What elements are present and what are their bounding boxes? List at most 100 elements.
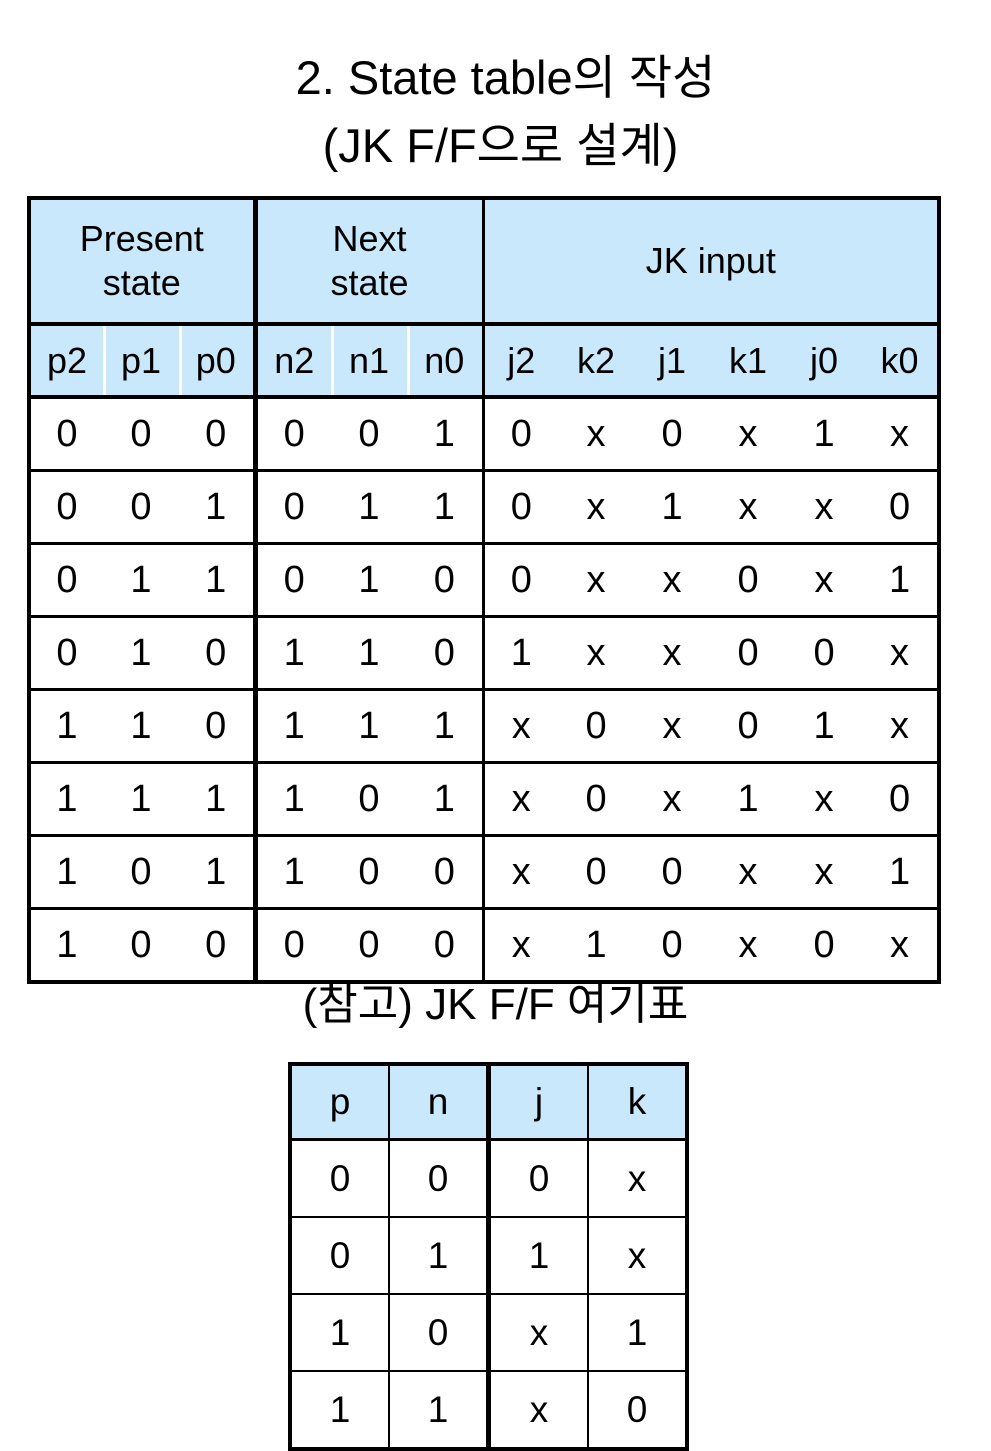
state-cell-p2: 0 (27, 616, 103, 691)
state-cell-p1: 1 (103, 762, 179, 837)
state-cell-n0: 0 (407, 616, 485, 691)
excitation-cell-n: 0 (388, 1293, 490, 1372)
state-cell-p2: 1 (27, 835, 103, 910)
state-cell-p1: 0 (103, 470, 179, 545)
state-cell-j1: 1 (634, 470, 711, 545)
state-cell-n0: 1 (407, 689, 485, 764)
state-cell-n2: 1 (255, 835, 331, 910)
state-cell-j1: x (634, 689, 711, 764)
excitation-cell-p: 1 (288, 1293, 390, 1372)
excitation-cell-j: x (486, 1293, 589, 1372)
state-cell-k2: 0 (558, 835, 635, 910)
state-cell-p2: 1 (27, 689, 103, 764)
state-cell-n0: 0 (407, 543, 485, 618)
state-cell-p2: 0 (27, 397, 103, 472)
state-cell-j0: x (786, 543, 863, 618)
state-cell-n0: 1 (407, 762, 485, 837)
state-cell-n2: 1 (255, 616, 331, 691)
state-cell-j2: x (483, 689, 559, 764)
state-cell-p1: 1 (103, 543, 179, 618)
state-cell-n1: 1 (331, 689, 407, 764)
state-cell-k2: x (558, 470, 635, 545)
state-cell-n2: 0 (255, 397, 331, 472)
state-cell-n1: 1 (331, 470, 407, 545)
page-title-line-1: 2. State table의 작성 (295, 51, 716, 104)
excitation-cell-k: x (587, 1138, 689, 1218)
state-cell-j2: x (483, 908, 559, 984)
state-cell-k2: x (558, 616, 635, 691)
sub-header-k1: k1 (710, 324, 787, 399)
excitation-cell-k: 1 (587, 1293, 689, 1372)
state-cell-j1: x (634, 616, 711, 691)
state-cell-p1: 1 (103, 689, 179, 764)
state-cell-k1: 0 (710, 616, 787, 691)
state-cell-p2: 1 (27, 908, 103, 984)
sub-header-j0: j0 (786, 324, 863, 399)
sub-header-n2: n2 (255, 324, 331, 399)
state-cell-p0: 0 (179, 616, 258, 691)
state-cell-j0: x (786, 470, 863, 545)
excitation-table-caption: (참고) JK F/F 여기표 (302, 980, 689, 1029)
excitation-cell-j: 1 (486, 1216, 589, 1295)
sub-header-n0: n0 (407, 324, 485, 399)
state-cell-n2: 1 (255, 762, 331, 837)
state-cell-j0: x (786, 762, 863, 837)
state-cell-n0: 1 (407, 397, 485, 472)
excitation-header-p: p (288, 1062, 390, 1141)
state-cell-n2: 1 (255, 689, 331, 764)
state-cell-k1: 0 (710, 689, 787, 764)
state-cell-n1: 0 (331, 762, 407, 837)
sub-header-p1: p1 (103, 324, 179, 399)
state-cell-n0: 1 (407, 470, 485, 545)
state-cell-k2: 1 (558, 908, 635, 984)
state-cell-n2: 0 (255, 908, 331, 984)
state-cell-p2: 1 (27, 762, 103, 837)
state-cell-p0: 1 (179, 470, 258, 545)
state-cell-n1: 1 (331, 543, 407, 618)
state-cell-k1: x (710, 835, 787, 910)
state-cell-n1: 0 (331, 397, 407, 472)
excitation-cell-n: 1 (388, 1216, 490, 1295)
excitation-cell-k: 0 (587, 1370, 689, 1451)
state-cell-p1: 1 (103, 616, 179, 691)
state-cell-k2: x (558, 397, 635, 472)
excitation-cell-k: x (587, 1216, 689, 1295)
excitation-header-j: j (486, 1062, 589, 1141)
state-cell-k1: x (710, 470, 787, 545)
excitation-cell-p: 0 (288, 1138, 390, 1218)
state-cell-j0: 0 (786, 616, 863, 691)
sub-header-j2: j2 (483, 324, 559, 399)
state-cell-j1: 0 (634, 908, 711, 984)
state-cell-k0: 0 (862, 470, 942, 545)
state-cell-k2: 0 (558, 762, 635, 837)
state-cell-j2: x (483, 835, 559, 910)
state-cell-j2: x (483, 762, 559, 837)
sub-header-n1: n1 (331, 324, 407, 399)
state-cell-k2: 0 (558, 689, 635, 764)
excitation-header-n: n (388, 1062, 490, 1141)
state-cell-j1: 0 (634, 835, 711, 910)
state-cell-p1: 0 (103, 835, 179, 910)
state-cell-j1: x (634, 762, 711, 837)
excitation-header-k: k (587, 1062, 689, 1141)
state-cell-j1: x (634, 543, 711, 618)
state-cell-j2: 0 (483, 397, 559, 472)
page-title-line-2: (JK F/F으로 설계) (322, 119, 679, 172)
state-cell-j0: 0 (786, 908, 863, 984)
state-cell-k1: 1 (710, 762, 787, 837)
state-cell-j2: 0 (483, 470, 559, 545)
state-cell-n1: 0 (331, 908, 407, 984)
state-cell-n1: 1 (331, 616, 407, 691)
state-cell-p0: 0 (179, 908, 258, 984)
